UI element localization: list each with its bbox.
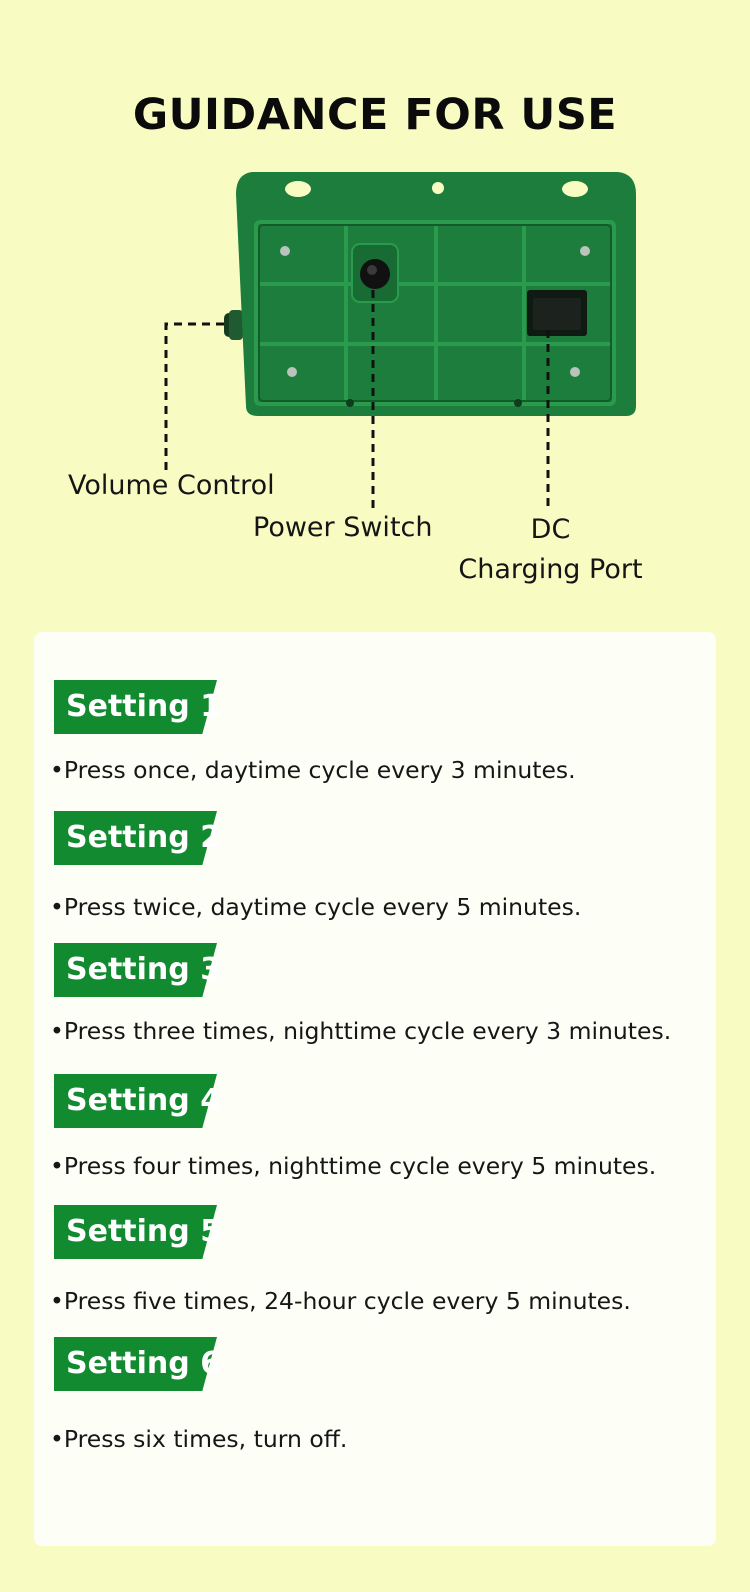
setting-badge <box>54 811 217 865</box>
dc-charging-port-label: DC Charging Port <box>458 510 643 590</box>
setting-description: •Press once, daytime cycle every 3 minut… <box>50 756 576 784</box>
settings-card: Setting 1 •Press once, daytime cycle eve… <box>34 632 716 1546</box>
page-title: GUIDANCE FOR USE <box>132 89 618 140</box>
device-illustration <box>164 172 636 514</box>
setting-description: •Press twice, daytime cycle every 5 minu… <box>50 893 582 921</box>
setting-description: •Press five times, 24-hour cycle every 5… <box>50 1287 631 1315</box>
setting-badge <box>54 680 217 734</box>
power-switch-label: Power Switch <box>253 512 433 543</box>
mount-hole-left <box>285 181 311 197</box>
setting-label: Setting 1 <box>66 689 222 724</box>
setting-label: Setting 2 <box>66 820 222 855</box>
setting-description: •Press three times, nighttime cycle ever… <box>50 1017 672 1045</box>
volume-leader <box>164 322 224 472</box>
setting-label: Setting 4 <box>66 1083 222 1118</box>
setting-description: •Press four times, nighttime cycle every… <box>50 1152 657 1180</box>
setting-badge <box>54 943 217 997</box>
setting-description: •Press six times, turn off. <box>50 1425 348 1453</box>
setting-label: Setting 6 <box>66 1346 222 1381</box>
dc-label-line2: Charging Port <box>458 554 643 585</box>
setting-label: Setting 5 <box>66 1214 222 1249</box>
setting-badge <box>54 1205 217 1259</box>
setting-label: Setting 3 <box>66 952 222 987</box>
setting-badge <box>54 1074 217 1128</box>
mount-hole-right <box>562 181 588 197</box>
dc-label-line1: DC <box>530 514 571 545</box>
volume-control-label: Volume Control <box>68 470 275 501</box>
device-diagram: Volume Control Power Switch DC Charging … <box>0 160 750 600</box>
setting-badge <box>54 1337 217 1391</box>
